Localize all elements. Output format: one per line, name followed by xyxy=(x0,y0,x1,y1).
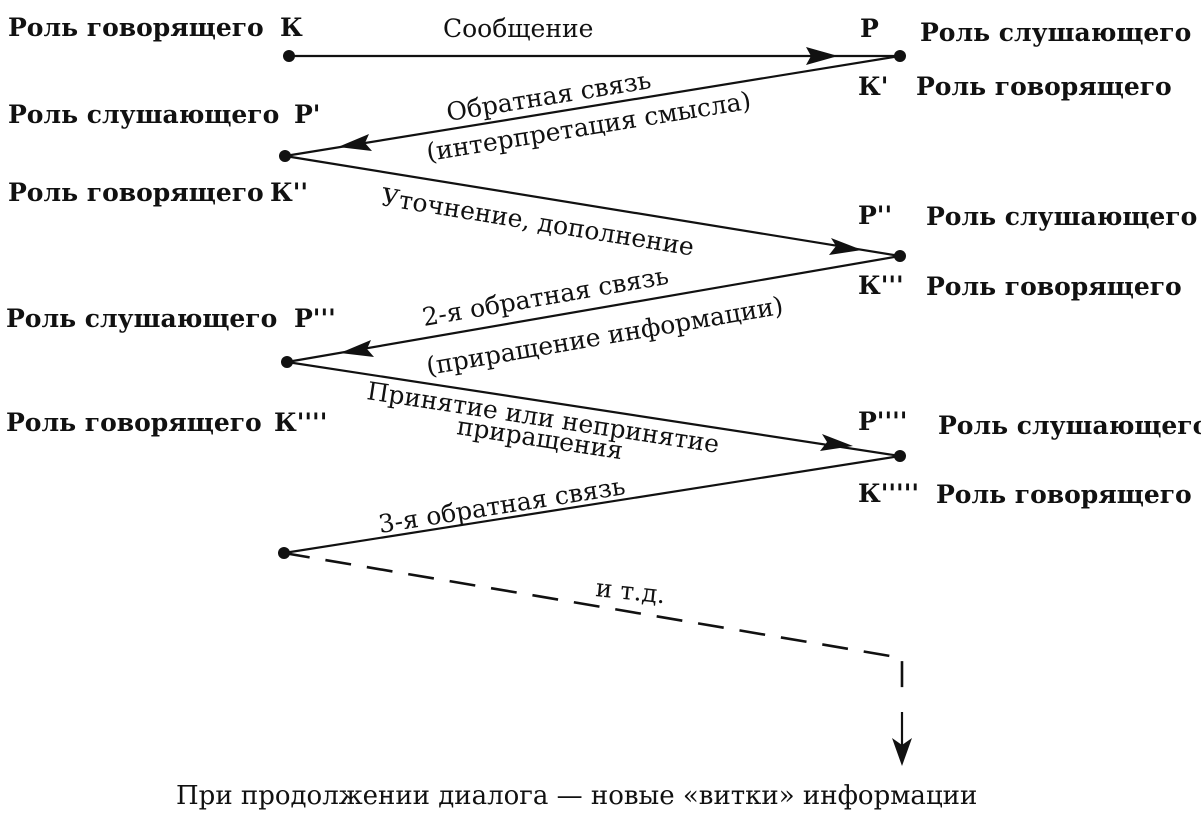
role-speaker-k1: Роль говорящего xyxy=(916,72,1172,101)
connector-lines xyxy=(283,54,904,755)
label-k2: К'' xyxy=(270,178,308,207)
label-p2: Р'' xyxy=(858,201,892,230)
message-arrowhead xyxy=(806,47,838,65)
acceptance-line xyxy=(286,360,901,458)
role-speaker-k2: Роль говорящего xyxy=(8,178,264,207)
role-speaker-k: Роль говорящего xyxy=(8,13,264,42)
role-listener-p: Роль слушающего xyxy=(920,18,1191,47)
role-speaker-k4: Роль говорящего xyxy=(6,408,262,437)
left-roles: Роль говорящего Роль слушающего Роль гов… xyxy=(6,13,279,437)
label-p1: Р' xyxy=(294,100,320,129)
node-p-k1 xyxy=(894,50,906,62)
node-end xyxy=(278,547,290,559)
feedback-arrowhead xyxy=(338,134,372,151)
right-roles: Роль слушающего Роль говорящего Роль слу… xyxy=(916,18,1201,509)
feedback3-line xyxy=(283,454,901,555)
feedback2-line xyxy=(286,254,901,364)
acceptance-arrowhead xyxy=(820,434,853,451)
feedback3-label: 3-я обратная связь xyxy=(376,471,627,539)
role-listener-p1: Роль слушающего xyxy=(8,100,279,129)
role-listener-p3: Роль слушающего xyxy=(6,304,277,333)
node-p2-k3 xyxy=(894,250,906,262)
label-p4: Р'''' xyxy=(858,407,907,436)
label-p: Р xyxy=(860,14,879,43)
role-speaker-k3: Роль говорящего xyxy=(926,272,1182,301)
node-p3-k4 xyxy=(281,356,293,368)
footer-caption: При продолжении диалога — новые «витки» … xyxy=(176,781,977,811)
left-labels: К Р' К'' Р''' К'''' xyxy=(270,13,336,437)
right-labels: Р К' Р'' К''' Р'''' К''''' xyxy=(858,14,919,508)
message-label: Сообщение xyxy=(443,14,593,43)
role-listener-p2: Роль слушающего xyxy=(926,202,1197,231)
continuation-arrowhead xyxy=(892,738,912,766)
node-p1-k2 xyxy=(279,150,291,162)
label-k1: К' xyxy=(858,72,888,101)
clarification-label: Уточнение, дополнение xyxy=(379,182,696,261)
clarification-line xyxy=(284,154,901,258)
role-listener-p4: Роль слушающего xyxy=(938,411,1201,440)
node-k xyxy=(283,50,295,62)
node-p4-k5 xyxy=(894,450,906,462)
label-k4: К'''' xyxy=(274,408,327,437)
node-dots xyxy=(278,50,906,559)
label-k: К xyxy=(280,13,303,42)
continuation-dashed-line xyxy=(283,551,904,692)
clarification-arrowhead xyxy=(829,238,862,255)
role-speaker-k5: Роль говорящего xyxy=(936,480,1192,509)
arrowheads xyxy=(338,47,912,766)
label-p3: Р''' xyxy=(294,304,336,333)
etc-label: и т.д. xyxy=(594,573,666,609)
label-k5: К''''' xyxy=(858,479,919,508)
feedback2-arrowhead xyxy=(340,340,374,357)
feedback-line xyxy=(284,54,901,158)
label-k3: К''' xyxy=(858,271,904,300)
